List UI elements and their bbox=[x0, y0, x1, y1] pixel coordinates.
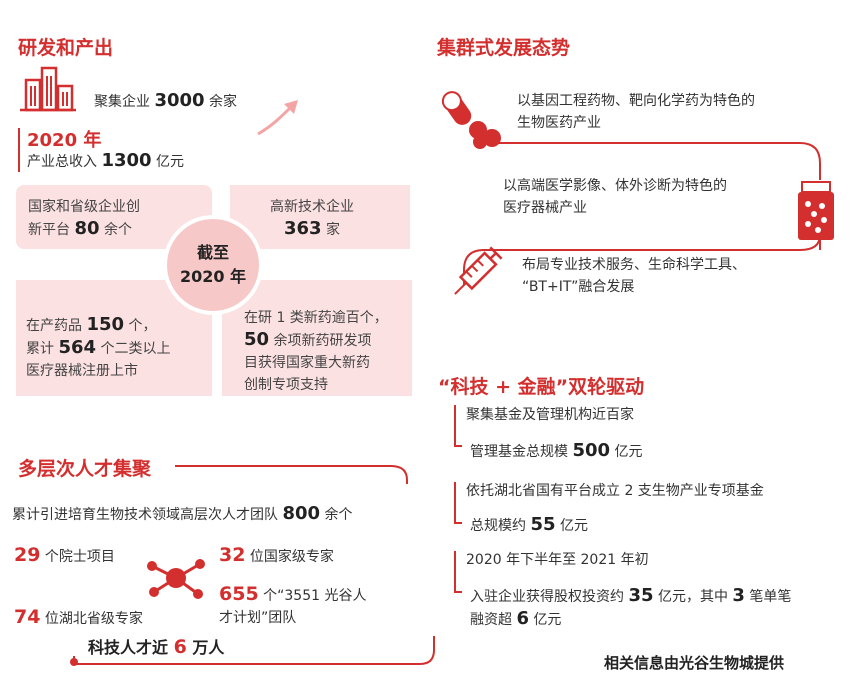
talent-national: 32 位国家级专家 bbox=[219, 544, 334, 566]
pills-icon bbox=[469, 121, 501, 149]
finance-f5: 2020 年下半年至 2021 年初 bbox=[466, 552, 649, 568]
rd-hightech-text: 高新技术企业 363 家 bbox=[270, 199, 354, 239]
finance-f4: 总规模约 55 亿元 bbox=[470, 514, 588, 535]
talent-title: 多层次人才集聚 bbox=[18, 458, 152, 480]
syringe-icon bbox=[454, 246, 503, 295]
rd-center-circle: 截至 2020 年 bbox=[163, 215, 263, 315]
rd-title: 研发和产出 bbox=[18, 37, 114, 59]
credit-text: 相关信息由光谷生物城提供 bbox=[604, 654, 785, 672]
finance-title: “科技 + 金融”双轮驱动 bbox=[438, 376, 645, 398]
rd-drugs-text: 在产药品 150 个， 累计 564 个二类以上 医疗器械注册上市 bbox=[26, 314, 171, 379]
cluster-item3: 布局专业技术服务、生命科学工具、 “BT+IT”融合发展 bbox=[522, 257, 746, 295]
cluster-item1: 以基因工程药物、靶向化学药为特色的 生物医药产业 bbox=[517, 93, 755, 131]
pill-bottle-icon bbox=[798, 181, 834, 240]
finance-f6: 入驻企业获得股权投资约 35 亿元，其中 3 笔单笔 融资超 6 亿元 bbox=[470, 585, 792, 629]
capsule-icon bbox=[441, 91, 501, 149]
buildings-icon bbox=[20, 66, 76, 112]
talent-teams: 累计引进培育生物技术领域高层次人才团队 800 余个 bbox=[12, 503, 353, 524]
rd-enterprises: 聚集企业 3000 余家 bbox=[94, 90, 238, 111]
finance-f3: 依托湖北省国有平台成立 2 支生物产业专项基金 bbox=[466, 483, 764, 499]
rd-revenue: 产业总收入 1300 亿元 bbox=[27, 150, 185, 171]
talent-optics: 655 个“3551 光谷人 才计划”团队 bbox=[219, 583, 367, 626]
network-nodes-icon bbox=[147, 559, 205, 599]
talent-provincial: 74 位湖北省级专家 bbox=[14, 606, 143, 628]
rd-platforms-text: 国家和省级企业创 新平台 80 余个 bbox=[28, 199, 140, 239]
rd-year: 2020 年 bbox=[27, 130, 102, 151]
rd-box-hightech bbox=[230, 185, 410, 249]
talent-total: 科技人才近 6 万人 bbox=[88, 636, 225, 658]
finance-f2: 管理基金总规模 500 亿元 bbox=[470, 440, 643, 461]
finance-f1: 聚集基金及管理机构近百家 bbox=[466, 407, 634, 423]
cluster-item2: 以高端医学影像、体外诊断为特色的 医疗器械产业 bbox=[503, 178, 727, 216]
cluster-title: 集群式发展态势 bbox=[437, 37, 571, 59]
talent-academicians: 29 个院士项目 bbox=[14, 544, 115, 566]
rd-box-newdrugs bbox=[222, 280, 412, 396]
rd-newdrugs-text: 在研 1 类新药逾百个， 50 余项新药研发项 目获得国家重大新药 创制专项支持 bbox=[244, 310, 388, 393]
talent-bracket bbox=[175, 465, 408, 484]
talent-bottom-bracket bbox=[70, 636, 435, 666]
arrow-up-right-icon bbox=[257, 100, 298, 136]
